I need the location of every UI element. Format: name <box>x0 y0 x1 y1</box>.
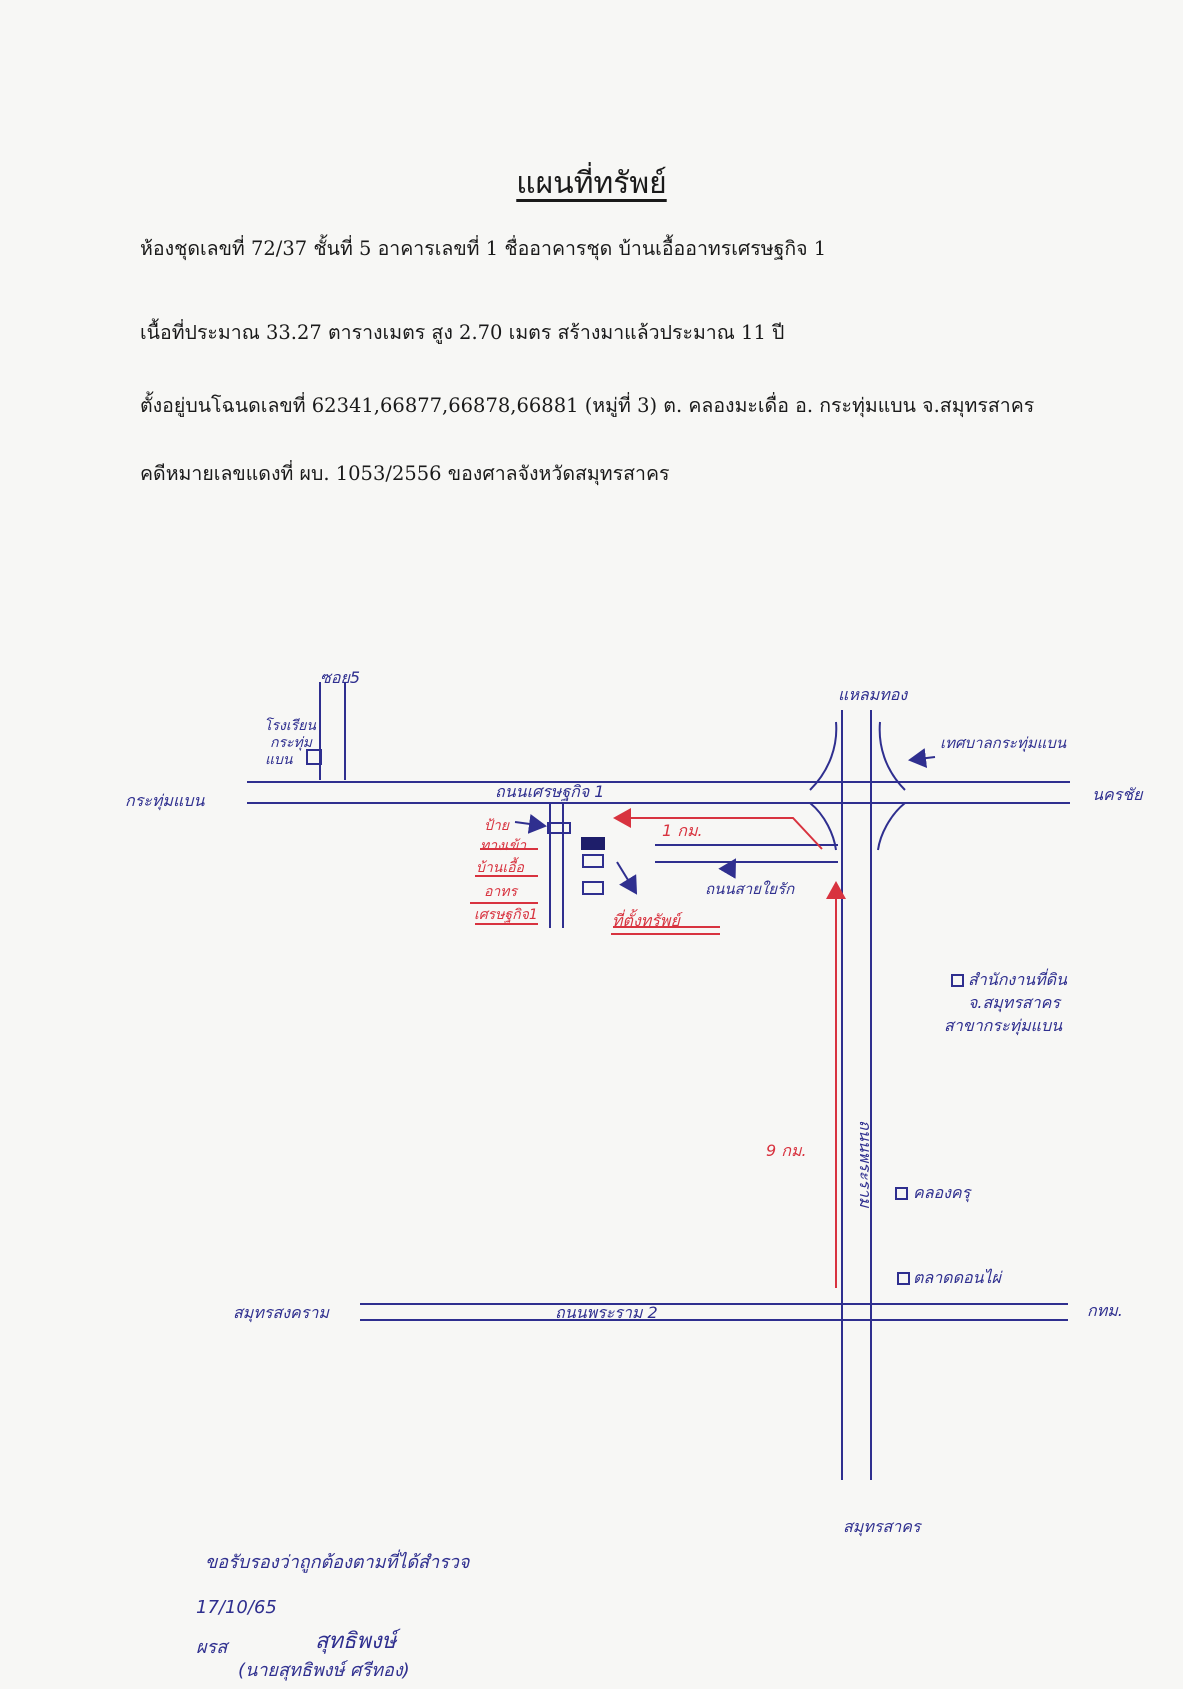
school-label-1: โรงเรียน <box>264 717 316 734</box>
property-pointer-arrow <box>616 861 638 895</box>
project-label-4: อาทร <box>484 884 518 900</box>
school-label-2: กระทุ่ม <box>270 735 313 751</box>
side-road-label: ถนนสายใยรัก <box>705 880 795 898</box>
land-office-box <box>951 974 964 987</box>
interchange-curve-se <box>877 802 906 851</box>
unit-info-line: ห้องชุดเลขที่ 72/37 ชั้นที่ 5 อาคารเลขที… <box>140 237 827 260</box>
right-destination-label: นครชัย <box>1092 785 1144 804</box>
building-box-3 <box>582 881 604 895</box>
area-info-line: เนื้อที่ประมาณ 33.27 ตารางเมตร สูง 2.70 … <box>140 321 785 344</box>
signature-name: สุทธิพงษ์ <box>315 1628 402 1654</box>
side-road-pointer-arrow <box>718 858 737 879</box>
school-box <box>306 749 322 765</box>
left-destination-label: กระทุ่มแบน <box>125 791 205 811</box>
vertical-road-label: ถนนพระราม <box>856 1120 875 1209</box>
project-label-3: บ้านเอื้อ <box>476 857 525 876</box>
place2-box <box>897 1272 910 1285</box>
bottom-right-label: กทม. <box>1087 1301 1123 1320</box>
route-red-horizontal <box>613 808 823 850</box>
property-label: ที่ตั้งทรัพย์ <box>612 909 683 930</box>
property-building-marker <box>581 837 605 850</box>
road1-label: ถนนเศรษฐกิจ 1 <box>495 782 604 802</box>
signature-role: ผรส <box>196 1637 230 1658</box>
interchange-curve-ne <box>878 721 906 791</box>
interchange-curve-nw <box>809 721 838 791</box>
place2-label: ตลาดดอนไผ่ <box>913 1268 1003 1287</box>
document-title: แผนที่ทรัพย์ <box>516 166 667 201</box>
project-label-2: ทางเข้า <box>480 838 527 854</box>
municipality-label: เทศบาลกระทุ่มแบน <box>940 734 1067 752</box>
top-destination-label: แหลมทอง <box>838 685 908 704</box>
road2-label: ถนนพระราม 2 <box>555 1303 658 1322</box>
place1-label: คลองครุ <box>913 1183 973 1203</box>
soi5-label: ซอย5 <box>320 668 360 687</box>
project-sign-box <box>547 822 571 834</box>
deed-info-line: ตั้งอยู่บนโฉนดเลขที่ 62341,66877,66878,6… <box>140 394 1035 417</box>
signature-full-name: (นายสุทธิพงษ์ ศรีทอง) <box>238 1660 410 1681</box>
sign-pointer-arrow <box>514 813 547 834</box>
interchange-curve-sw <box>809 802 837 851</box>
land-office-label-1: สำนักงานที่ดิน <box>968 968 1068 989</box>
bottom-left-label: สมุทรสงคราม <box>233 1303 330 1323</box>
case-info-line: คดีหมายเลขแดงที่ ผบ. 1053/2556 ของศาลจัง… <box>140 462 670 485</box>
school-label-3: แบน <box>265 752 293 768</box>
signature-date: 17/10/65 <box>196 1597 277 1618</box>
land-office-label-2: จ.สมุทรสาคร <box>968 993 1062 1013</box>
certification-note: ขอรับรองว่าถูกต้องตามที่ได้สำรวจ <box>205 1549 471 1573</box>
project-label-5: เศรษฐกิจ1 <box>474 907 538 923</box>
place1-box <box>895 1187 908 1200</box>
land-office-label-3: สาขากระทุ่มแบน <box>944 1016 1063 1036</box>
distance1-label: 1 กม. <box>662 821 703 840</box>
bottom-destination-label: สมุทรสาคร <box>843 1517 923 1537</box>
project-label-1: ป้าย <box>484 818 510 834</box>
distance2-label: 9 กม. <box>766 1141 807 1160</box>
building-box-2 <box>582 854 604 868</box>
municipality-pointer-arrow <box>908 748 936 769</box>
